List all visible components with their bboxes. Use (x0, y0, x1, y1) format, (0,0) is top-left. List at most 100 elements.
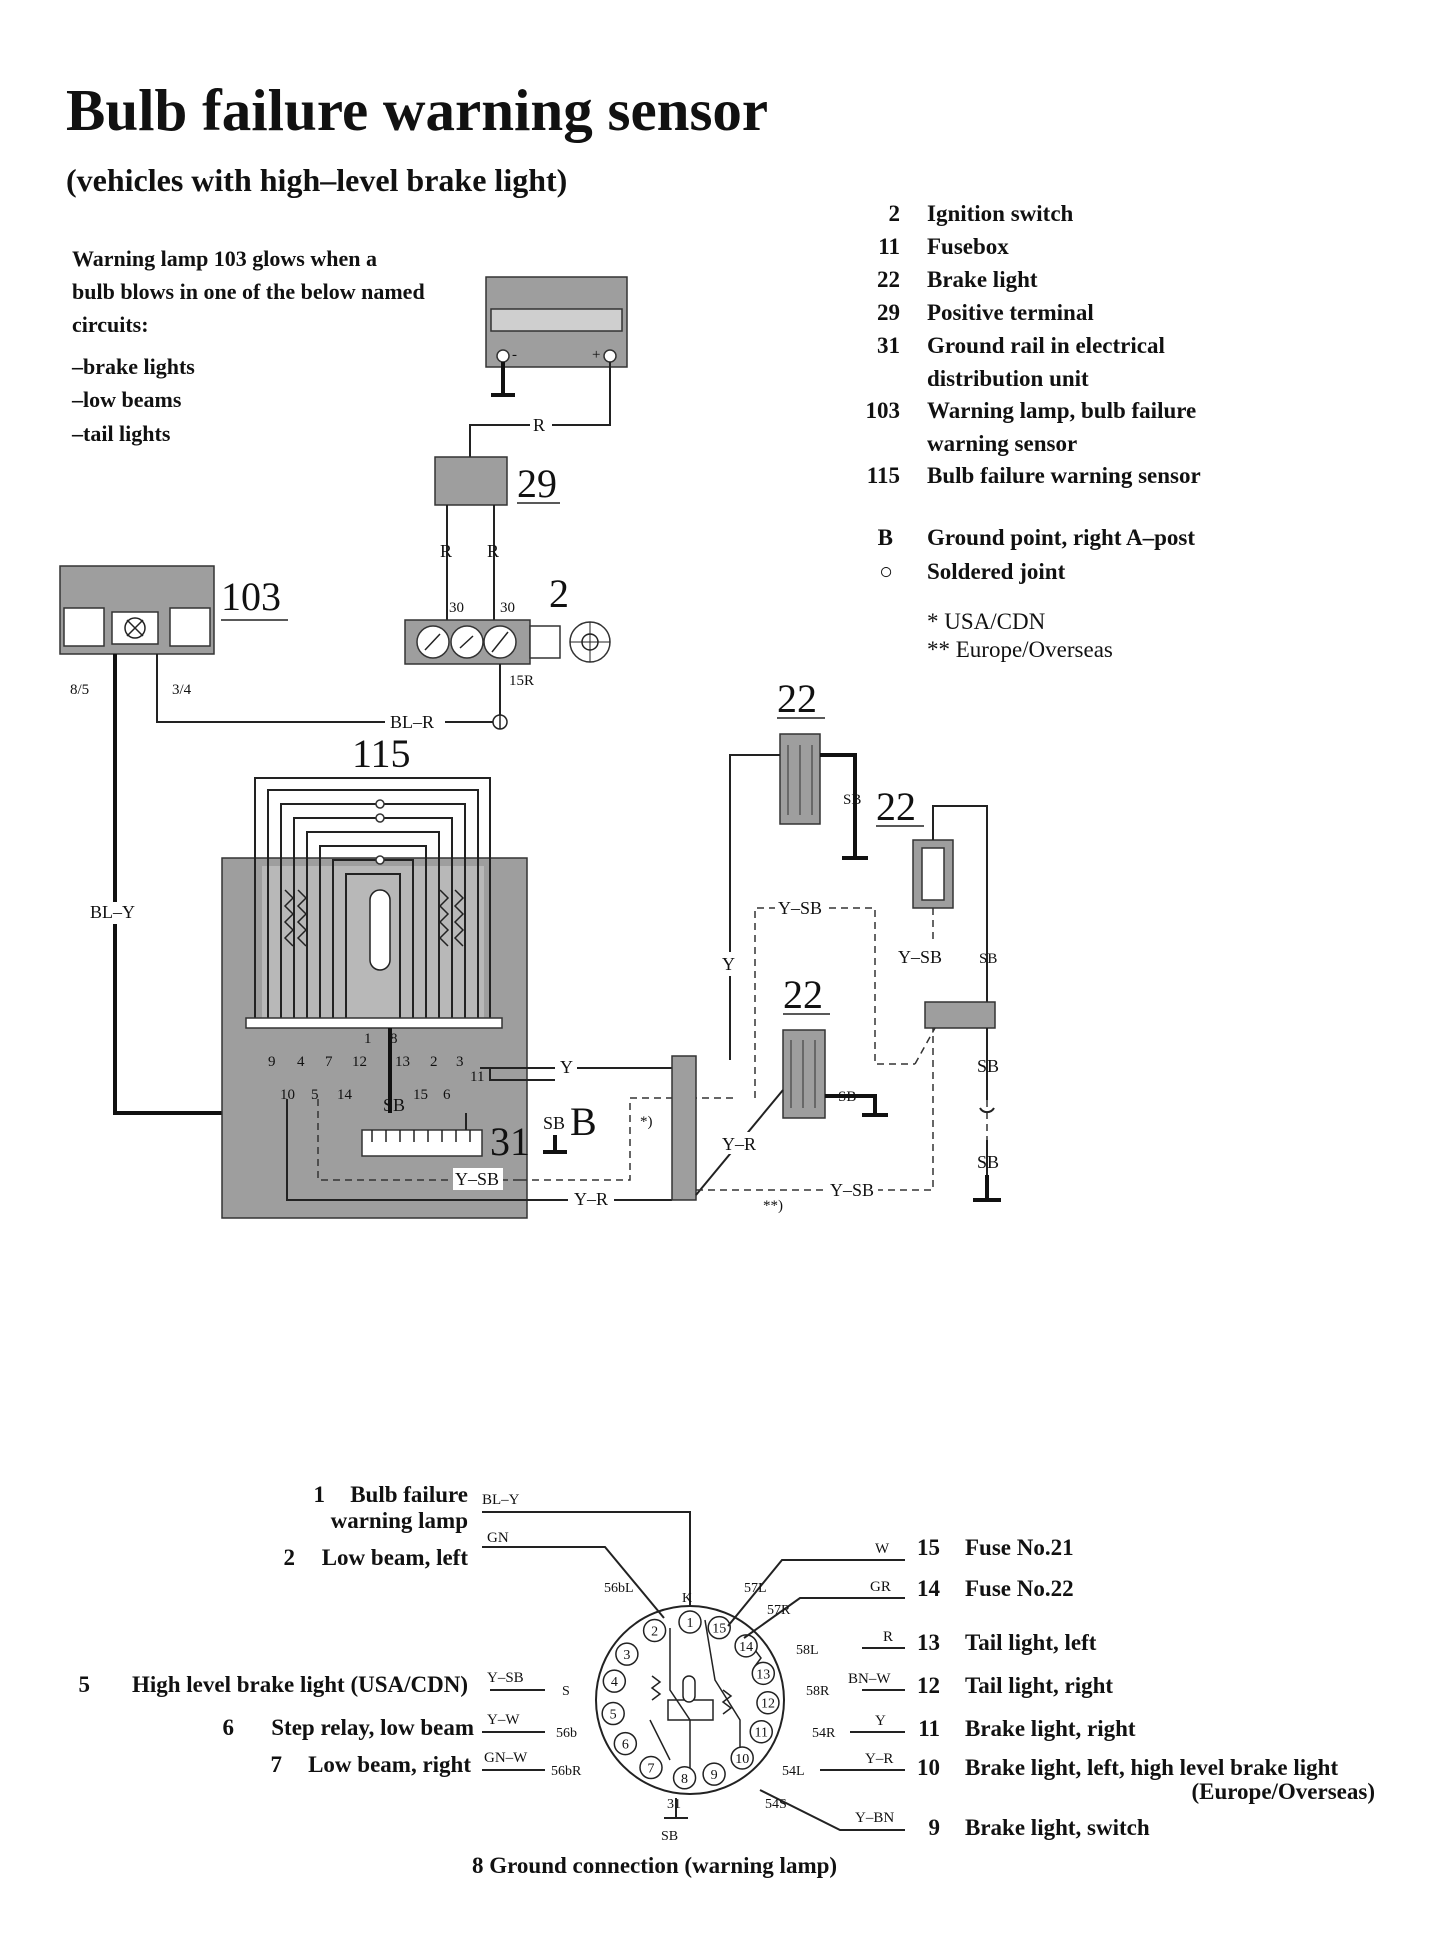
note-usa: * USA/CDN (927, 609, 1046, 634)
legend-num: 11 (878, 234, 900, 259)
ground-22a (820, 753, 868, 860)
wire-label: SB (977, 1152, 999, 1172)
ground-right (973, 1175, 1001, 1202)
sensor-pin: 1 (364, 1031, 372, 1047)
wire-code: R (883, 1629, 893, 1645)
dash-link (914, 1027, 936, 1065)
legend-text: Ground point, right A–post (927, 525, 1195, 550)
pinout-left: 1 Bulb failure warning lamp BL–Y Low bea… (79, 1482, 529, 1777)
brake-light-22a (779, 733, 821, 825)
component-31: 31 (490, 1119, 530, 1164)
bulb-failure-sensor-115 (221, 777, 528, 1219)
terminal-labels: K 56bL S 56b 56bR 31 SB 57L 57R 58L 58R … (551, 1581, 836, 1844)
pin-desc: 1 (314, 1482, 326, 1507)
battery: - + (485, 276, 628, 368)
pin-desc: Bulb failure (350, 1482, 468, 1507)
terminal-label: 56bL (604, 1581, 634, 1596)
wire-label: Y–SB (778, 898, 822, 918)
sensor-pin: 5 (311, 1087, 319, 1103)
pin-desc: Tail light, right (965, 1673, 1113, 1698)
sensor-pin: 4 (297, 1054, 305, 1070)
connector-pin-number: 3 (623, 1648, 630, 1663)
legend-text: Fusebox (927, 234, 1009, 259)
component-22b: 22 (876, 784, 916, 829)
wire-code: GN–W (484, 1750, 528, 1766)
connector-pin-number: 2 (651, 1625, 658, 1640)
wire-y-r (286, 1099, 672, 1201)
wire-label: SB (543, 1113, 565, 1133)
connector-pinout (595, 1605, 785, 1795)
component-2: 2 (549, 571, 569, 616)
connector-pin-circle (751, 1661, 776, 1686)
connector-pin-number: 15 (712, 1622, 726, 1637)
wire-11 (489, 1068, 555, 1081)
terminal-label: 58R (806, 1684, 830, 1699)
sensor-pin: 9 (268, 1054, 276, 1070)
circuit-item: –low beams (71, 387, 182, 412)
legend-num: 115 (867, 463, 900, 488)
pin-num: 14 (917, 1576, 941, 1601)
wire-29-to-2 (446, 505, 495, 620)
legend-num: 29 (877, 300, 900, 325)
lead-1 (482, 1511, 691, 1606)
wire-y-sb-bottom (696, 1028, 934, 1191)
pin-desc: Fuse No.22 (965, 1576, 1074, 1601)
ground-22c (825, 1094, 888, 1117)
component-103: 103 (221, 574, 281, 619)
sensor-pin: 13 (395, 1054, 410, 1070)
lead-9 (759, 1789, 905, 1831)
wire-code: Y–W (487, 1712, 520, 1728)
wire-code: BN–W (848, 1671, 891, 1687)
page-subtitle: (vehicles with high–level brake light) (66, 162, 567, 198)
pin-desc: Step relay, low beam (271, 1715, 474, 1740)
legend-num: ○ (879, 559, 893, 584)
joint-arc (979, 1107, 995, 1114)
wire-label: Y (560, 1057, 573, 1077)
wire-code: Y–BN (855, 1810, 894, 1826)
connector-pin-number: 1 (687, 1616, 694, 1631)
legend-text: Ignition switch (927, 201, 1074, 226)
intro-line: bulb blows in one of the below named (72, 279, 425, 304)
svg-text:+: + (592, 347, 600, 363)
wire-code: Y–R (865, 1751, 893, 1767)
connector-pin-number: 7 (648, 1762, 655, 1777)
wire-label: Y–SB (455, 1169, 499, 1189)
terminal-label: 54R (812, 1726, 836, 1741)
connector-pin-circle (613, 1731, 638, 1756)
pin-desc: Fuse No.21 (965, 1535, 1074, 1560)
legend-num: 2 (889, 201, 901, 226)
circuit-item: –brake lights (71, 354, 195, 379)
terminal-label: 30 (449, 600, 464, 616)
sensor-pin: 8 (390, 1031, 398, 1047)
connector-pin-number: 5 (610, 1708, 617, 1723)
terminal-label: K (682, 1591, 692, 1606)
pin-num: 6 (223, 1715, 235, 1740)
legend-num: 103 (866, 398, 901, 423)
connector-pin-number: 9 (711, 1768, 718, 1783)
wire-battery-positive (469, 362, 611, 460)
wire-22b-sb (932, 805, 988, 1016)
pin-num: 12 (917, 1673, 940, 1698)
legend-text: Brake light (927, 267, 1038, 292)
connector-pin-number: 10 (735, 1752, 749, 1767)
wire-label: Y–R (574, 1189, 608, 1209)
footnote-star2: **) (763, 1198, 783, 1214)
sensor-pin: 12 (352, 1054, 367, 1070)
pin-num: 10 (917, 1755, 940, 1780)
connector-pin-number: 13 (756, 1667, 770, 1682)
wire-label: SB (979, 951, 997, 967)
wire-label: BL–R (390, 712, 434, 732)
wire-label: R (487, 541, 499, 561)
component-115: 115 (352, 731, 411, 776)
lead-2 (482, 1546, 665, 1619)
wire-label: SB (843, 792, 861, 808)
wire-label: SB (977, 1056, 999, 1076)
sensor-pin: 6 (443, 1087, 451, 1103)
wire-label: R (440, 541, 452, 561)
component-29: 29 (517, 461, 557, 506)
wire-label: Y–SB (830, 1180, 874, 1200)
component-22a: 22 (777, 676, 817, 721)
step-connector (671, 1055, 697, 1201)
wire-label: Y–SB (898, 947, 942, 967)
